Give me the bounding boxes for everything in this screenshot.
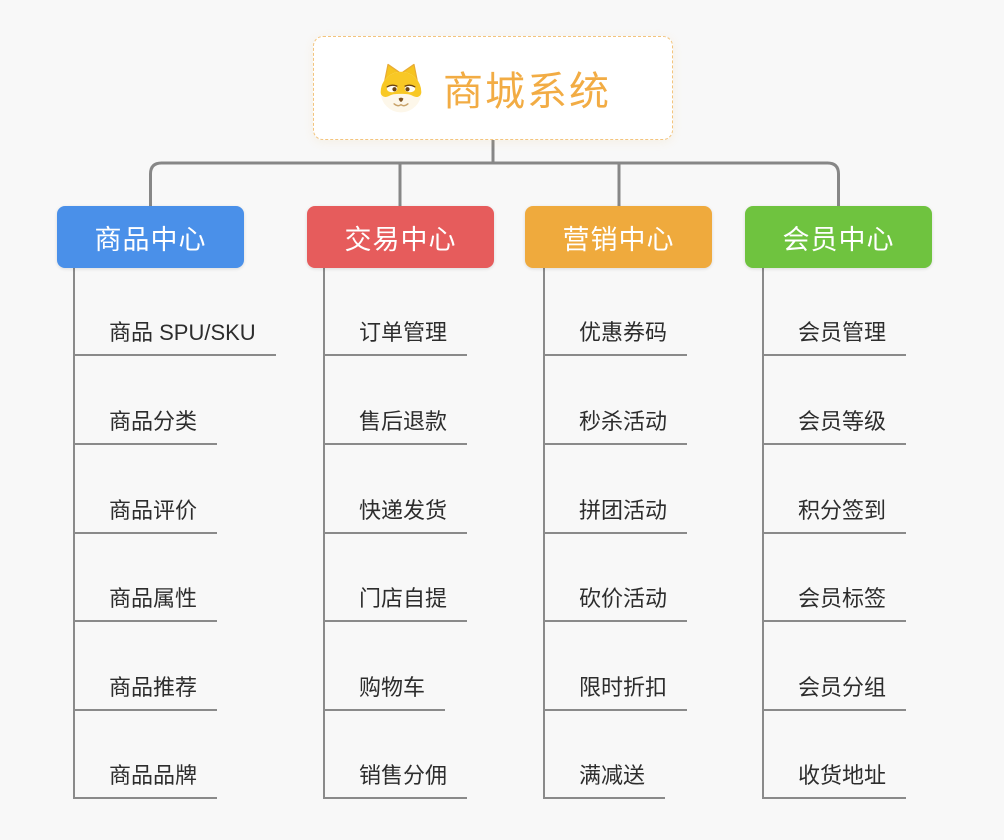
branch-node-product-center[interactable]: 商品中心 xyxy=(57,206,244,268)
leaf-topic[interactable]: 收货地址 xyxy=(764,753,907,799)
leaf-topic[interactable]: 快递发货 xyxy=(325,488,468,534)
leaf-topic[interactable]: 秒杀活动 xyxy=(545,399,688,445)
leaf-topic[interactable]: 拼团活动 xyxy=(545,488,688,534)
leaf-topic[interactable]: 满减送 xyxy=(545,753,666,799)
leaf-column-marketing-center: 优惠券码 秒杀活动 拼团活动 砍价活动 限时折扣 满减送 xyxy=(543,268,785,799)
leaf-topic[interactable]: 购物车 xyxy=(325,665,446,711)
root-node[interactable]: 商城系统 xyxy=(313,36,673,140)
leaf-topic[interactable]: 商品属性 xyxy=(75,576,218,622)
leaf-topic[interactable]: 门店自提 xyxy=(325,576,468,622)
leaf-topic[interactable]: 会员等级 xyxy=(764,399,907,445)
leaf-topic[interactable]: 商品推荐 xyxy=(75,665,218,711)
leaf-column-trade-center: 订单管理 售后退款 快递发货 门店自提 购物车 销售分佣 xyxy=(323,268,565,799)
root-title: 商城系统 xyxy=(443,70,611,114)
leaf-topic[interactable]: 优惠券码 xyxy=(545,310,688,356)
leaf-column-product-center: 商品 SPU/SKU 商品分类 商品评价 商品属性 商品推荐 商品品牌 xyxy=(73,268,315,799)
leaf-topic[interactable]: 订单管理 xyxy=(325,310,468,356)
leaf-topic[interactable]: 售后退款 xyxy=(325,399,468,445)
leaf-topic[interactable]: 会员管理 xyxy=(764,310,907,356)
leaf-topic[interactable]: 销售分佣 xyxy=(325,753,468,799)
leaf-topic[interactable]: 砍价活动 xyxy=(545,576,688,622)
leaf-topic[interactable]: 商品评价 xyxy=(75,488,218,534)
branch-node-member-center[interactable]: 会员中心 xyxy=(745,206,932,268)
leaf-topic[interactable]: 会员标签 xyxy=(764,576,907,622)
leaf-column-member-center: 会员管理 会员等级 积分签到 会员标签 会员分组 收货地址 xyxy=(762,268,1004,799)
branch-label: 会员中心 xyxy=(782,224,895,255)
leaf-topic[interactable]: 商品分类 xyxy=(75,399,218,445)
branch-label: 交易中心 xyxy=(344,224,457,255)
branch-label: 商品中心 xyxy=(94,224,207,255)
leaf-topic[interactable]: 会员分组 xyxy=(764,665,907,711)
leaf-topic[interactable]: 商品 SPU/SKU xyxy=(75,310,276,356)
dog-face-icon xyxy=(380,63,422,113)
leaf-topic[interactable]: 商品品牌 xyxy=(75,753,218,799)
branch-node-trade-center[interactable]: 交易中心 xyxy=(307,206,494,268)
branch-label: 营销中心 xyxy=(562,224,675,255)
branch-node-marketing-center[interactable]: 营销中心 xyxy=(525,206,712,268)
leaf-topic[interactable]: 限时折扣 xyxy=(545,665,688,711)
leaf-topic[interactable]: 积分签到 xyxy=(764,488,907,534)
